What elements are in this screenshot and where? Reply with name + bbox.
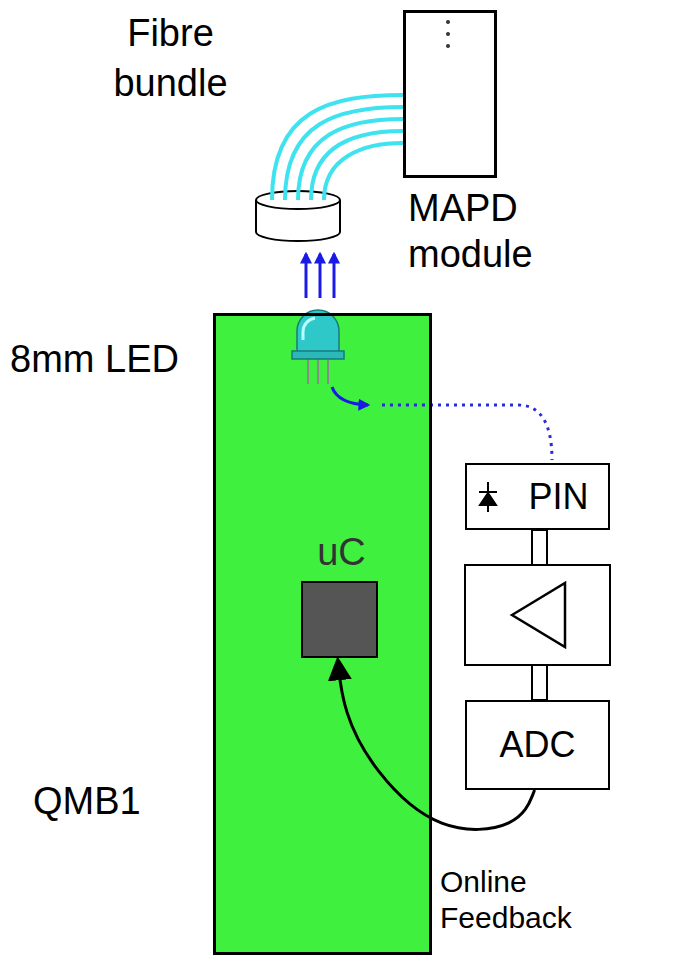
text-holder: uC xyxy=(281,529,402,575)
text-holder: ADC xyxy=(467,702,608,788)
ellipsis-dot xyxy=(446,20,450,24)
amplifier-box xyxy=(465,565,610,665)
diode-symbol xyxy=(479,482,497,512)
adc-box: ADC xyxy=(465,700,610,790)
led-flange xyxy=(292,351,344,359)
node-label: PIN xyxy=(528,476,588,518)
light-arrows xyxy=(306,254,334,298)
microcontroller-chip: uC xyxy=(301,581,378,658)
board-fill xyxy=(213,313,432,955)
part-label: 8mm LED xyxy=(10,336,205,382)
fibre xyxy=(272,95,403,200)
light-pickup-arrow xyxy=(332,387,368,405)
ellipsis-dot xyxy=(446,44,450,48)
edge-label-holder: Online Feedback xyxy=(440,864,600,936)
fibre xyxy=(324,143,403,200)
photodiode-box: PIN xyxy=(465,463,610,530)
light-arrow xyxy=(305,254,308,298)
text-holder: QMB1 xyxy=(33,778,193,824)
label-holder: 8mm LED xyxy=(10,336,205,382)
led-dome xyxy=(297,310,339,356)
cable-link xyxy=(532,665,547,700)
part-label: Fibre bundle xyxy=(83,8,258,108)
edge-label: Online Feedback xyxy=(440,864,600,936)
fibre xyxy=(298,119,403,200)
led-symbol xyxy=(292,310,344,384)
led-leg xyxy=(327,358,329,384)
cable-link xyxy=(532,530,547,565)
amplifier-symbol xyxy=(512,583,565,647)
light-path-dotted xyxy=(382,405,552,460)
diode-bar xyxy=(479,491,497,493)
text-holder: PIN xyxy=(509,465,608,528)
module-box: MAPD module xyxy=(403,10,497,178)
light-arrow xyxy=(319,254,322,298)
fibre xyxy=(311,131,403,200)
led-highlight xyxy=(303,318,315,340)
ellipsis-dot xyxy=(446,32,450,36)
diode-triangle xyxy=(480,493,496,505)
led-leg xyxy=(307,358,309,384)
node-label: ADC xyxy=(499,724,575,766)
text-holder: MAPD module xyxy=(408,185,578,277)
led-leg xyxy=(317,358,319,384)
node-label: QMB1 xyxy=(33,778,193,824)
label-holder: Fibre bundle xyxy=(83,8,258,108)
light-arrow xyxy=(333,254,336,298)
fibre xyxy=(285,107,403,200)
fibre-bundle xyxy=(272,95,403,200)
node-label: uC xyxy=(281,529,402,575)
circuit-board: QMB1uC xyxy=(213,313,432,955)
node-label: MAPD module xyxy=(408,185,578,277)
